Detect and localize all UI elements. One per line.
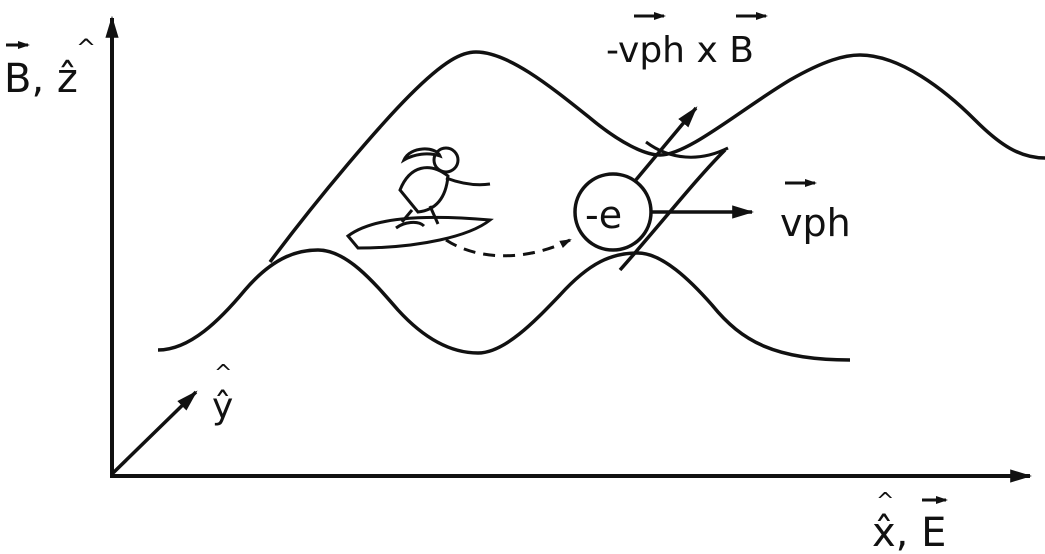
z-axis-label-text: B, ẑ (4, 56, 78, 102)
y-axis (110, 390, 198, 476)
surfer-icon (345, 146, 494, 250)
svg-text:^: ^ (214, 361, 232, 386)
phase-velocity-vector: vph (651, 179, 851, 245)
wave-arc (645, 140, 729, 159)
wave-connector (618, 148, 727, 272)
electron-label: -e (585, 193, 622, 237)
surfer-trajectory (445, 238, 572, 258)
svg-text:^: ^ (876, 489, 894, 514)
phase-velocity-label: vph (780, 201, 851, 245)
drift-label: -vph x B (606, 30, 754, 71)
drift-vector: -vph x B (606, 12, 768, 183)
y-axis-label-text: ŷ (212, 386, 233, 427)
y-axis-label: ^ ŷ (212, 361, 233, 427)
x-axis-label-text: x̂, E (872, 510, 946, 554)
x-axis-label: ^ x̂, E (872, 489, 948, 554)
svg-text:^: ^ (76, 34, 96, 62)
z-axis-label: B, ẑ ^ (4, 34, 96, 102)
electron-particle: -e (573, 172, 653, 252)
front-wave (157, 248, 851, 362)
